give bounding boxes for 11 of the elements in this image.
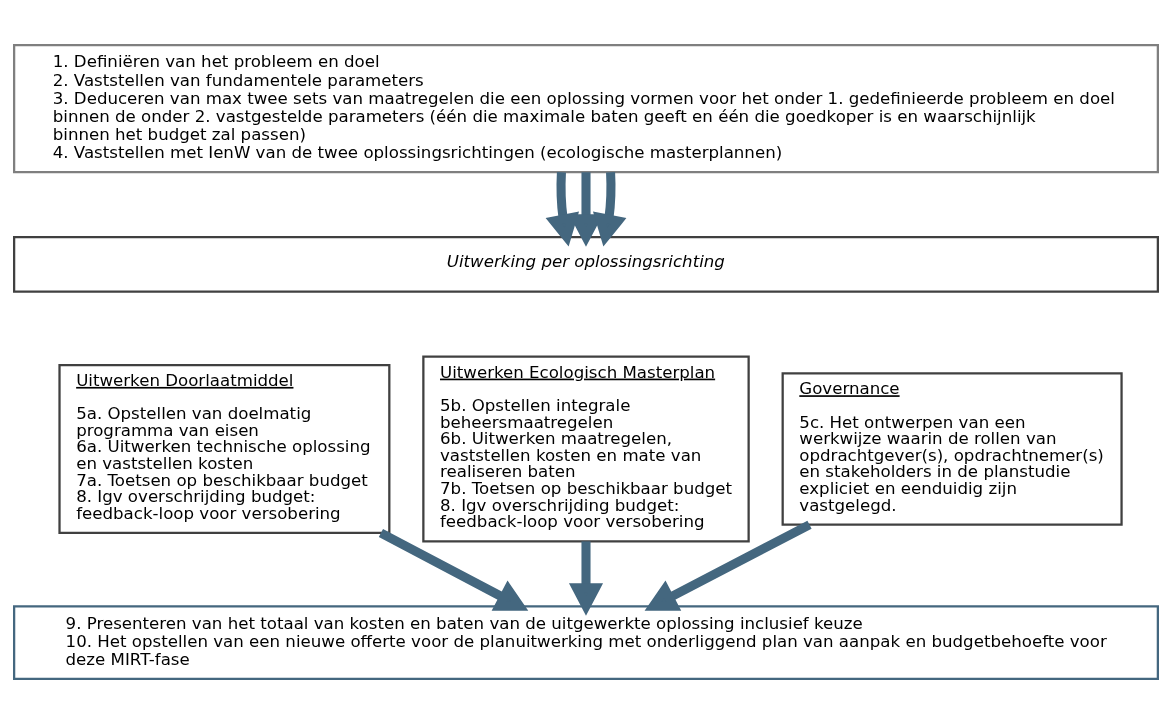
node-box: 1. Definiëren van het probleem en doel 2. Vaststellen van fundamentele parameters 3. Deduceren van max twee sets van maatregelen die een oplossing vormen voor het onder 1. gedefinieerde probleem en doel binnen de onder 2. vastgestelde parameters (één die maximale baten geeft en één die goedkoper is en waarschijnlijk binnen het budget zal passen) 4. Vaststellen met IenW van de twee oplossingsrichtingen (ecologische masterplannen) xyxy=(13,43,1159,174)
arrow xyxy=(378,529,529,611)
node-box: Uitwerken Doorlaatmiddel 5a. Opstellen van doelmatig programma van eisen 6a. Uitwerken technische oplossing en vaststellen kosten 7a. Toetsen op beschikbaar budget 8. Igv overschrijding budget: feedback-loop voor versobering xyxy=(58,363,391,535)
node-box: Uitwerking per oplossingsrichting xyxy=(13,236,1159,293)
node-box: Uitwerken Ecologisch Masterplan 5b. Opstellen integrale beheersmaatregelen 6b. Uitwerken maatregelen, vaststellen kosten en mate van realiseren baten 7b. Toetsen op beschikbaar budget 8. Igv overschrijding budget: feedback-loop voor versobering xyxy=(422,355,750,543)
arrow xyxy=(545,172,580,247)
arrow xyxy=(592,172,627,247)
arrow xyxy=(568,541,604,616)
node-box: 9. Presenteren van het totaal van kosten en baten van de uitgewerkte oplossing inclusief keuze 10. Het opstellen van een nieuwe offerte voor de planuitwerking met onderliggend plan van aanpak en budgetbehoefte voor deze MIRT-fase xyxy=(13,605,1159,681)
node-box: Governance 5c. Het ontwerpen van een werkwijze waarin de rollen van opdrachtgever(s), opdrachtnemer(s) en stakeholders in de planstudie expliciet en eenduidig zijn vastgelegd. xyxy=(781,372,1123,526)
arrow xyxy=(644,520,812,611)
